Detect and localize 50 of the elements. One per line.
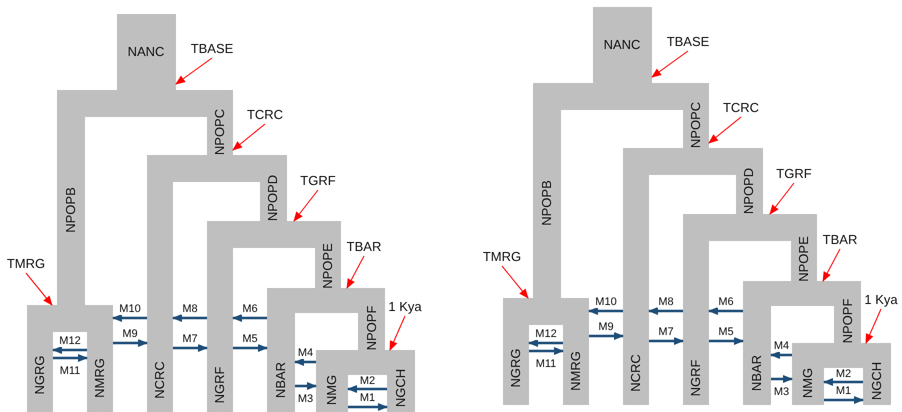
population-label: NPOPC (213, 108, 227, 156)
edge-label: M11 (534, 358, 558, 370)
edge-label: M7 (657, 326, 675, 338)
edge-label: M8 (657, 296, 675, 308)
population-label: NMRG (569, 351, 583, 391)
population-label: NGRG (33, 356, 47, 394)
edge-label: M3 (296, 393, 314, 405)
population-label: NCRC (629, 354, 643, 392)
population-label: NPOPE (321, 243, 335, 289)
population-label: NMG (325, 374, 339, 406)
population-label: NMG (801, 368, 815, 398)
population-label: NGCH (394, 368, 408, 408)
edge-label: M8 (181, 303, 199, 315)
population-label: NPOPF (841, 298, 855, 344)
edge-label: M6 (241, 303, 259, 315)
population-label: NPOPF (365, 306, 379, 350)
population-label: NGRG (509, 348, 523, 388)
population-label: NBAR (274, 362, 288, 398)
edge-label: M10 (594, 296, 618, 308)
population-label: NPOPB (540, 180, 554, 226)
population-label: NGCH (870, 362, 884, 400)
edge-label: M5 (241, 333, 259, 345)
edge-label: M3 (772, 386, 790, 398)
population-label: NCRC (153, 361, 167, 399)
population-label: NANC (128, 45, 164, 59)
edge-label: M9 (121, 328, 139, 340)
population-label: NPOPD (266, 174, 280, 222)
population-label: NMRG (93, 358, 107, 398)
population-label: NPOPB (64, 187, 78, 233)
population-label: NPOPD (742, 168, 756, 214)
population-label: NPOPE (797, 236, 811, 282)
edge-label: M12 (534, 328, 558, 340)
edge-label: M11 (58, 365, 82, 377)
population-label: NGRF (213, 366, 227, 404)
edge-label: M12 (58, 335, 82, 347)
edge-label: M7 (181, 333, 199, 345)
population-label: NGRF (689, 360, 703, 396)
edge-label: M5 (717, 326, 735, 338)
edge-label: M10 (118, 303, 142, 315)
population-label: NBAR (750, 354, 764, 392)
edge-label: M4 (296, 347, 314, 359)
edge-label: M9 (597, 321, 615, 333)
edge-label: M2 (834, 368, 852, 380)
edge-label: M4 (772, 340, 790, 352)
population-label: NPOPC (689, 102, 703, 148)
edge-label: M1 (834, 385, 852, 397)
edge-label: M2 (358, 375, 376, 387)
edge-label: M6 (717, 296, 735, 308)
population-label: NANC (604, 38, 640, 52)
edge-label: M1 (358, 392, 376, 404)
